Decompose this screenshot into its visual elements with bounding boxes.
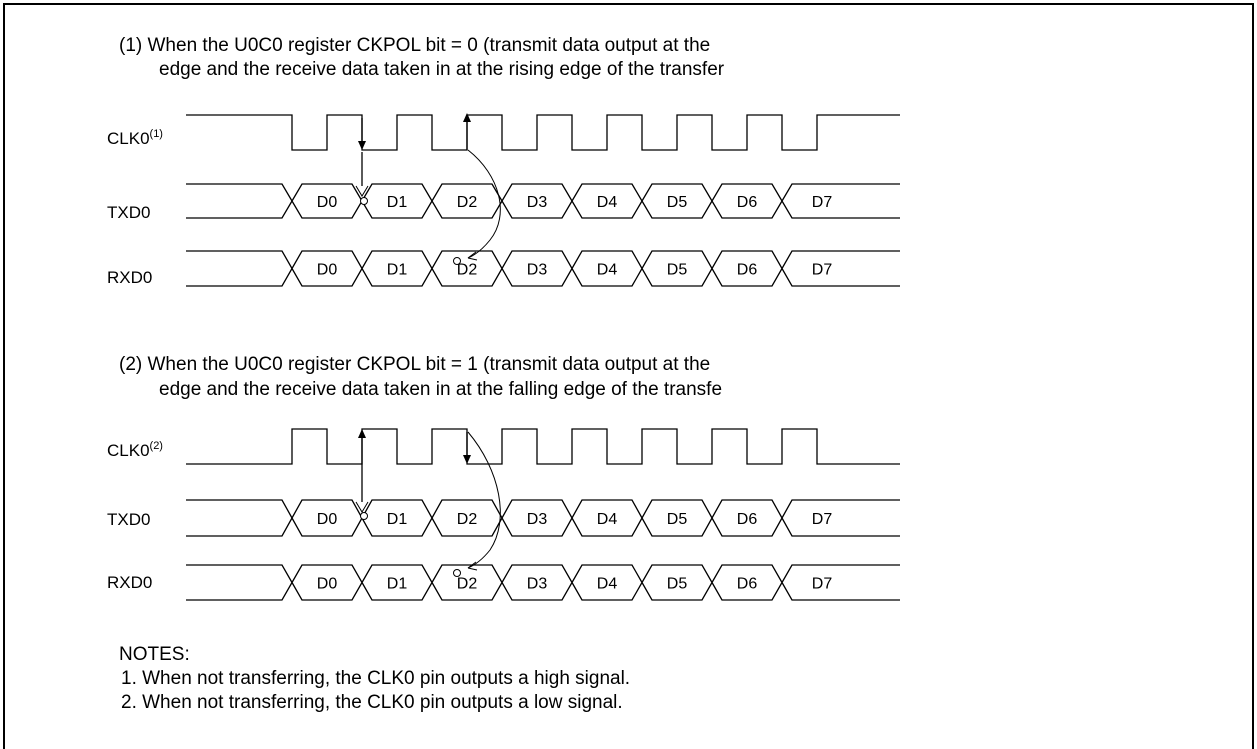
section1-clk-label: CLK0(1) [107, 128, 163, 148]
section1-heading-line1: (1) When the U0C0 register CKPOL bit = 0… [119, 35, 710, 56]
section1-txd-label: TXD0 [107, 203, 150, 222]
s2-txd-bit-7: D7 [812, 511, 833, 528]
s1-rxd-bit-2: D2 [457, 262, 478, 279]
note-1: 1. When not transferring, the CLK0 pin o… [121, 668, 630, 689]
section2-rxd-waveform: D0 D1 D2 D3 D4 D5 D6 D7 [186, 564, 900, 601]
s1-rxd-bit-1: D1 [387, 262, 408, 279]
s2-txd-bit-0: D0 [317, 511, 338, 528]
s2-txd-bit-6: D6 [737, 511, 758, 528]
s1-rxd-bit-3: D3 [527, 262, 548, 279]
s2-txd-bit-1: D1 [387, 511, 408, 528]
s2-rxd-bit-3: D3 [527, 576, 548, 593]
section2-txd-label: TXD0 [107, 510, 150, 529]
section2-heading-line2: edge and the receive data taken in at th… [159, 379, 722, 400]
s1-rxd-bit-0: D0 [317, 262, 338, 279]
s2-txd-bit-4: D4 [597, 511, 618, 528]
s2-rxd-bit-4: D4 [597, 576, 618, 593]
section2-clk-waveform [186, 428, 900, 465]
s1-rxd-bit-7: D7 [812, 262, 833, 279]
s1-txd-bit-7: D7 [812, 194, 833, 211]
s2-txd-bit-3: D3 [527, 511, 548, 528]
section1-txd-waveform: D0 D1 D2 D3 D4 D5 D6 D7 [186, 183, 900, 219]
s1-txd-bit-4: D4 [597, 194, 618, 211]
s1-txd-bit-5: D5 [667, 194, 688, 211]
s1-txd-bit-0: D0 [317, 194, 338, 211]
section2-clk-label: CLK0(2) [107, 440, 163, 460]
notes-title: NOTES: [119, 644, 190, 665]
s2-rxd-bit-2: D2 [457, 576, 478, 593]
section2-annotations [355, 429, 501, 577]
section1-rxd-label: RXD0 [107, 268, 152, 287]
s1-txd-bit-2: D2 [457, 194, 478, 211]
section2-heading-line1: (2) When the U0C0 register CKPOL bit = 1… [119, 354, 710, 375]
s2-txd-bit-2: D2 [457, 511, 478, 528]
figure-frame [3, 3, 1254, 749]
s1-txd-bit-3: D3 [527, 194, 548, 211]
section2-rxd-label: RXD0 [107, 573, 152, 592]
s1-rxd-bit-5: D5 [667, 262, 688, 279]
note-2: 2. When not transferring, the CLK0 pin o… [121, 692, 623, 713]
section2-txd-waveform: D0 D1 D2 D3 D4 D5 D6 D7 [186, 499, 900, 537]
s2-rxd-bit-6: D6 [737, 576, 758, 593]
s1-txd-bit-6: D6 [737, 194, 758, 211]
s2-rxd-bit-0: D0 [317, 576, 338, 593]
s1-txd-bit-1: D1 [387, 194, 408, 211]
s1-rxd-bit-6: D6 [737, 262, 758, 279]
s2-rxd-bit-1: D1 [387, 576, 408, 593]
section1-rxd-waveform: D0 D1 D2 D3 D4 D5 D6 D7 [186, 250, 900, 287]
s2-rxd-bit-5: D5 [667, 576, 688, 593]
s2-rxd-bit-7: D7 [812, 576, 833, 593]
section1-clk-waveform [186, 114, 900, 151]
section1-annotations [355, 113, 501, 265]
s1-rxd-bit-4: D4 [597, 262, 618, 279]
section1-heading-line2: edge and the receive data taken in at th… [159, 59, 725, 80]
s2-txd-bit-5: D5 [667, 511, 688, 528]
